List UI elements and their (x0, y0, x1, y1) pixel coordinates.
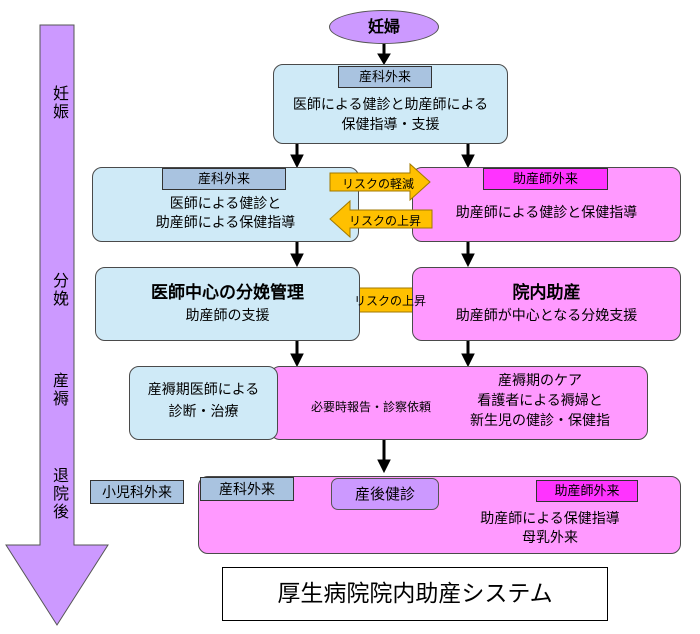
postnatal-checkup-label: 産後健診 (354, 485, 415, 503)
postdischarge-midwife-tag: 助産師外来 (536, 480, 638, 502)
postdischarge-text-2: 母乳外来 (522, 530, 578, 546)
phase-label-after-discharge: 退院後 (50, 467, 69, 521)
system-title-box: 厚生病院院内助産システム (222, 567, 608, 621)
postpartum-care-text-2: 看護者による褥婦と (477, 393, 603, 409)
physician-delivery-subtitle: 助産師の支援 (185, 308, 270, 324)
midwife-led-birth-subtitle: 助産師が中心となる分娩支援 (455, 308, 638, 324)
phase-label-delivery: 分娩 (50, 272, 69, 308)
postpartum-physician-text-1: 産褥期医師による (147, 382, 260, 398)
start-node-label: 妊婦 (367, 17, 400, 36)
postnatal-checkup-node: 産後健診 (331, 478, 439, 510)
midwife-led-birth-title: 院内助産 (512, 283, 581, 303)
report-label: 必要時報告・診察依頼 (310, 400, 431, 414)
postpartum-care-text-3: 新生児の健診・保健指 (470, 413, 610, 429)
midwife-led-birth-box (412, 267, 681, 341)
prenatal-obstetric-text-2: 保健指導・支援 (341, 117, 440, 133)
phase-label-puerperium: 産褥 (50, 372, 69, 408)
physician-delivery-title: 医師中心の分娩管理 (151, 283, 304, 303)
postpartum-physician-box (129, 366, 278, 440)
risk-reduce-arrow (329, 162, 431, 202)
risk-rise-label-2: リスクの上昇 (353, 294, 426, 308)
pediatric-outpatient-tag: 小児科外来 (90, 480, 184, 504)
risk-rise-label-1: リスクの上昇 (348, 214, 421, 228)
postdischarge-text-1: 助産師による保健指導 (480, 511, 620, 527)
start-node-pregnant-woman: 妊婦 (329, 10, 439, 44)
midwife-outpatient-text: 助産師による健診と保健指導 (455, 205, 638, 221)
phase-label-pregnancy: 妊娠 (50, 85, 69, 121)
risk-reduce-label: リスクの軽減 (341, 177, 414, 191)
system-title: 厚生病院院内助産システム (277, 581, 553, 607)
postpartum-physician-text-2: 診断・治療 (168, 404, 239, 420)
obstetric-outpatient-tag: 産科外来 (162, 168, 286, 190)
prenatal-obstetric-tag: 産科外来 (338, 66, 432, 88)
postdischarge-obstetric-tag: 産科外来 (200, 477, 294, 501)
postpartum-care-box (270, 366, 648, 440)
postpartum-care-text-1: 産褥期のケア (498, 373, 582, 389)
physician-delivery-box (95, 267, 360, 341)
obstetric-outpatient-text-2: 助産師による保健指導 (155, 215, 296, 231)
prenatal-obstetric-text-1: 医師による健診と助産師による (292, 97, 489, 113)
risk-rise-arrow-1 (329, 199, 433, 239)
phase-arrow (5, 24, 109, 626)
midwife-outpatient-tag: 助産師外来 (483, 168, 608, 190)
obstetric-outpatient-text-1: 医師による健診と (169, 196, 282, 212)
